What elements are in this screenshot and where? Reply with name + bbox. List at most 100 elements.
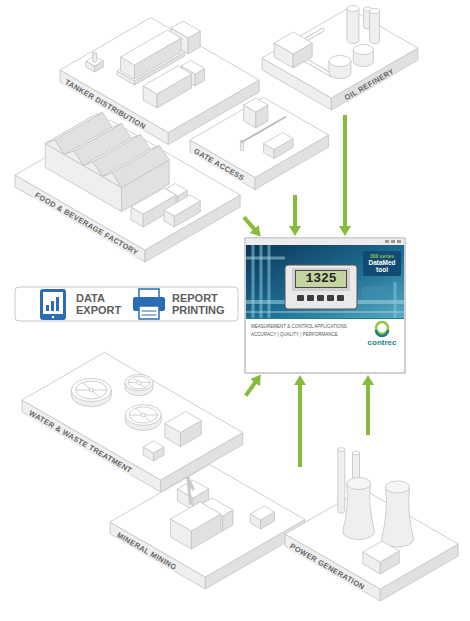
label-holder: OIL REFINERY xyxy=(342,66,396,103)
flow-arrow xyxy=(343,115,347,228)
area-label: OIL REFINERY xyxy=(342,66,396,103)
screenshot xyxy=(245,238,405,373)
instrument-bezel xyxy=(292,268,350,291)
badge-text: DataMed tool xyxy=(365,259,399,273)
photo-pipe xyxy=(268,245,271,318)
photo-pipe xyxy=(246,257,285,260)
tablet-icon xyxy=(43,292,63,314)
clarifier-rim xyxy=(129,407,157,423)
gate-yard-art xyxy=(190,98,329,190)
gate-yard: GATE ACCESS xyxy=(188,92,331,192)
refinery-yard: OIL REFINERY xyxy=(260,4,422,112)
area-label: FOOD & BEVERAGE FACTORY xyxy=(32,190,140,258)
clarifier-hub xyxy=(89,388,93,392)
printer-icon xyxy=(142,315,156,316)
area-label: TANKER DISTRIBUTION xyxy=(63,77,149,132)
loader xyxy=(250,506,274,520)
product-badge: 300 seriesDataMed tool xyxy=(363,251,401,276)
flow-arrow xyxy=(293,195,297,228)
photo-pipe xyxy=(394,282,397,318)
tanker-body xyxy=(143,66,192,94)
power-yard: POWER GENERATION xyxy=(283,438,464,608)
dump-truck-bed xyxy=(171,502,221,531)
excavator-arm xyxy=(188,478,193,504)
label-holder: FOOD & BEVERAGE FACTORY xyxy=(32,190,140,258)
bar-outline xyxy=(15,287,238,321)
water-yard: WATER & WASTE TREATMENT xyxy=(20,345,244,495)
sawtooth-roof xyxy=(112,146,169,188)
label-holder: contrec xyxy=(363,338,401,348)
factory-yard: FOOD & BEVERAGE FACTORY xyxy=(13,105,242,267)
car xyxy=(264,133,294,150)
instrument-button xyxy=(317,295,324,301)
photo-pipe xyxy=(260,245,263,318)
label-holder: ACCURACY | QUALITY | PERFORMANCE xyxy=(251,332,361,339)
flow-arrow xyxy=(246,381,256,395)
clarifier-tank xyxy=(125,405,161,426)
storage-tank xyxy=(329,56,351,67)
tablet-icon xyxy=(40,289,66,320)
clarifier-bridge xyxy=(136,409,150,421)
area-label: MINERAL MINING xyxy=(115,530,180,572)
sawtooth-roof xyxy=(64,151,83,166)
chart-bar xyxy=(46,305,49,311)
refinery-building xyxy=(274,32,312,54)
distillation-column xyxy=(370,9,380,14)
cooling-tower xyxy=(343,484,375,540)
platform xyxy=(262,8,418,98)
distillation-column xyxy=(347,9,359,44)
storage-tank xyxy=(353,45,373,55)
header-photo xyxy=(246,245,404,318)
clarifier-bridge xyxy=(133,378,144,388)
mining-yard-art xyxy=(110,465,305,590)
refinery-yard-art xyxy=(262,6,418,111)
mining-yard: MINERAL MINING xyxy=(105,470,312,595)
platform xyxy=(285,489,458,589)
window-button xyxy=(391,240,395,243)
photo-pipe xyxy=(252,245,255,318)
logo-swirl xyxy=(376,322,388,334)
badge-text: 300 series xyxy=(365,253,399,259)
photo-pipe xyxy=(246,311,404,313)
chart-bar xyxy=(56,297,59,311)
platform xyxy=(22,353,243,481)
sawtooth-roof xyxy=(103,173,122,188)
instrument-button xyxy=(327,295,334,301)
clarifier-bridge xyxy=(83,383,99,397)
printer-icon xyxy=(139,289,159,298)
fuel-pump xyxy=(93,53,97,62)
chart-bar xyxy=(51,301,54,311)
cooling-tower xyxy=(386,481,410,493)
instrument-button xyxy=(307,295,314,301)
clarifier-hub xyxy=(141,413,145,417)
photo-tank xyxy=(361,286,391,300)
factory-yard-art xyxy=(15,113,240,263)
chimney xyxy=(353,451,360,455)
software-screen: MEASUREMENT & CONTROL APPLICATIONSACCURA… xyxy=(245,238,405,373)
flow-arrow xyxy=(366,383,370,435)
instrument-body xyxy=(285,265,357,309)
fuel-pump xyxy=(93,52,97,54)
flow-arrow xyxy=(298,383,302,467)
instrument-button xyxy=(297,295,304,301)
icon-label: REPORT PRINTING xyxy=(172,292,234,316)
chimney xyxy=(338,448,345,452)
area-label: GATE ACCESS xyxy=(191,146,246,183)
logo-swirl xyxy=(376,330,388,336)
clarifier-tank xyxy=(125,374,153,390)
screen-text: MEASUREMENT & CONTROL APPLICATIONS xyxy=(251,324,361,331)
header-rule xyxy=(246,318,404,319)
turbine-hall xyxy=(363,541,399,562)
platform xyxy=(60,18,259,133)
clarifier-rim xyxy=(76,381,107,399)
distillation-column xyxy=(347,6,359,12)
window-button xyxy=(397,240,401,243)
icon-label: DATA EXPORT xyxy=(76,292,128,316)
label-holder: GATE ACCESS xyxy=(191,146,246,183)
area-label: POWER GENERATION xyxy=(288,541,368,592)
distillation-column xyxy=(370,11,380,44)
power-yard-art xyxy=(285,448,458,601)
platform xyxy=(15,120,240,250)
